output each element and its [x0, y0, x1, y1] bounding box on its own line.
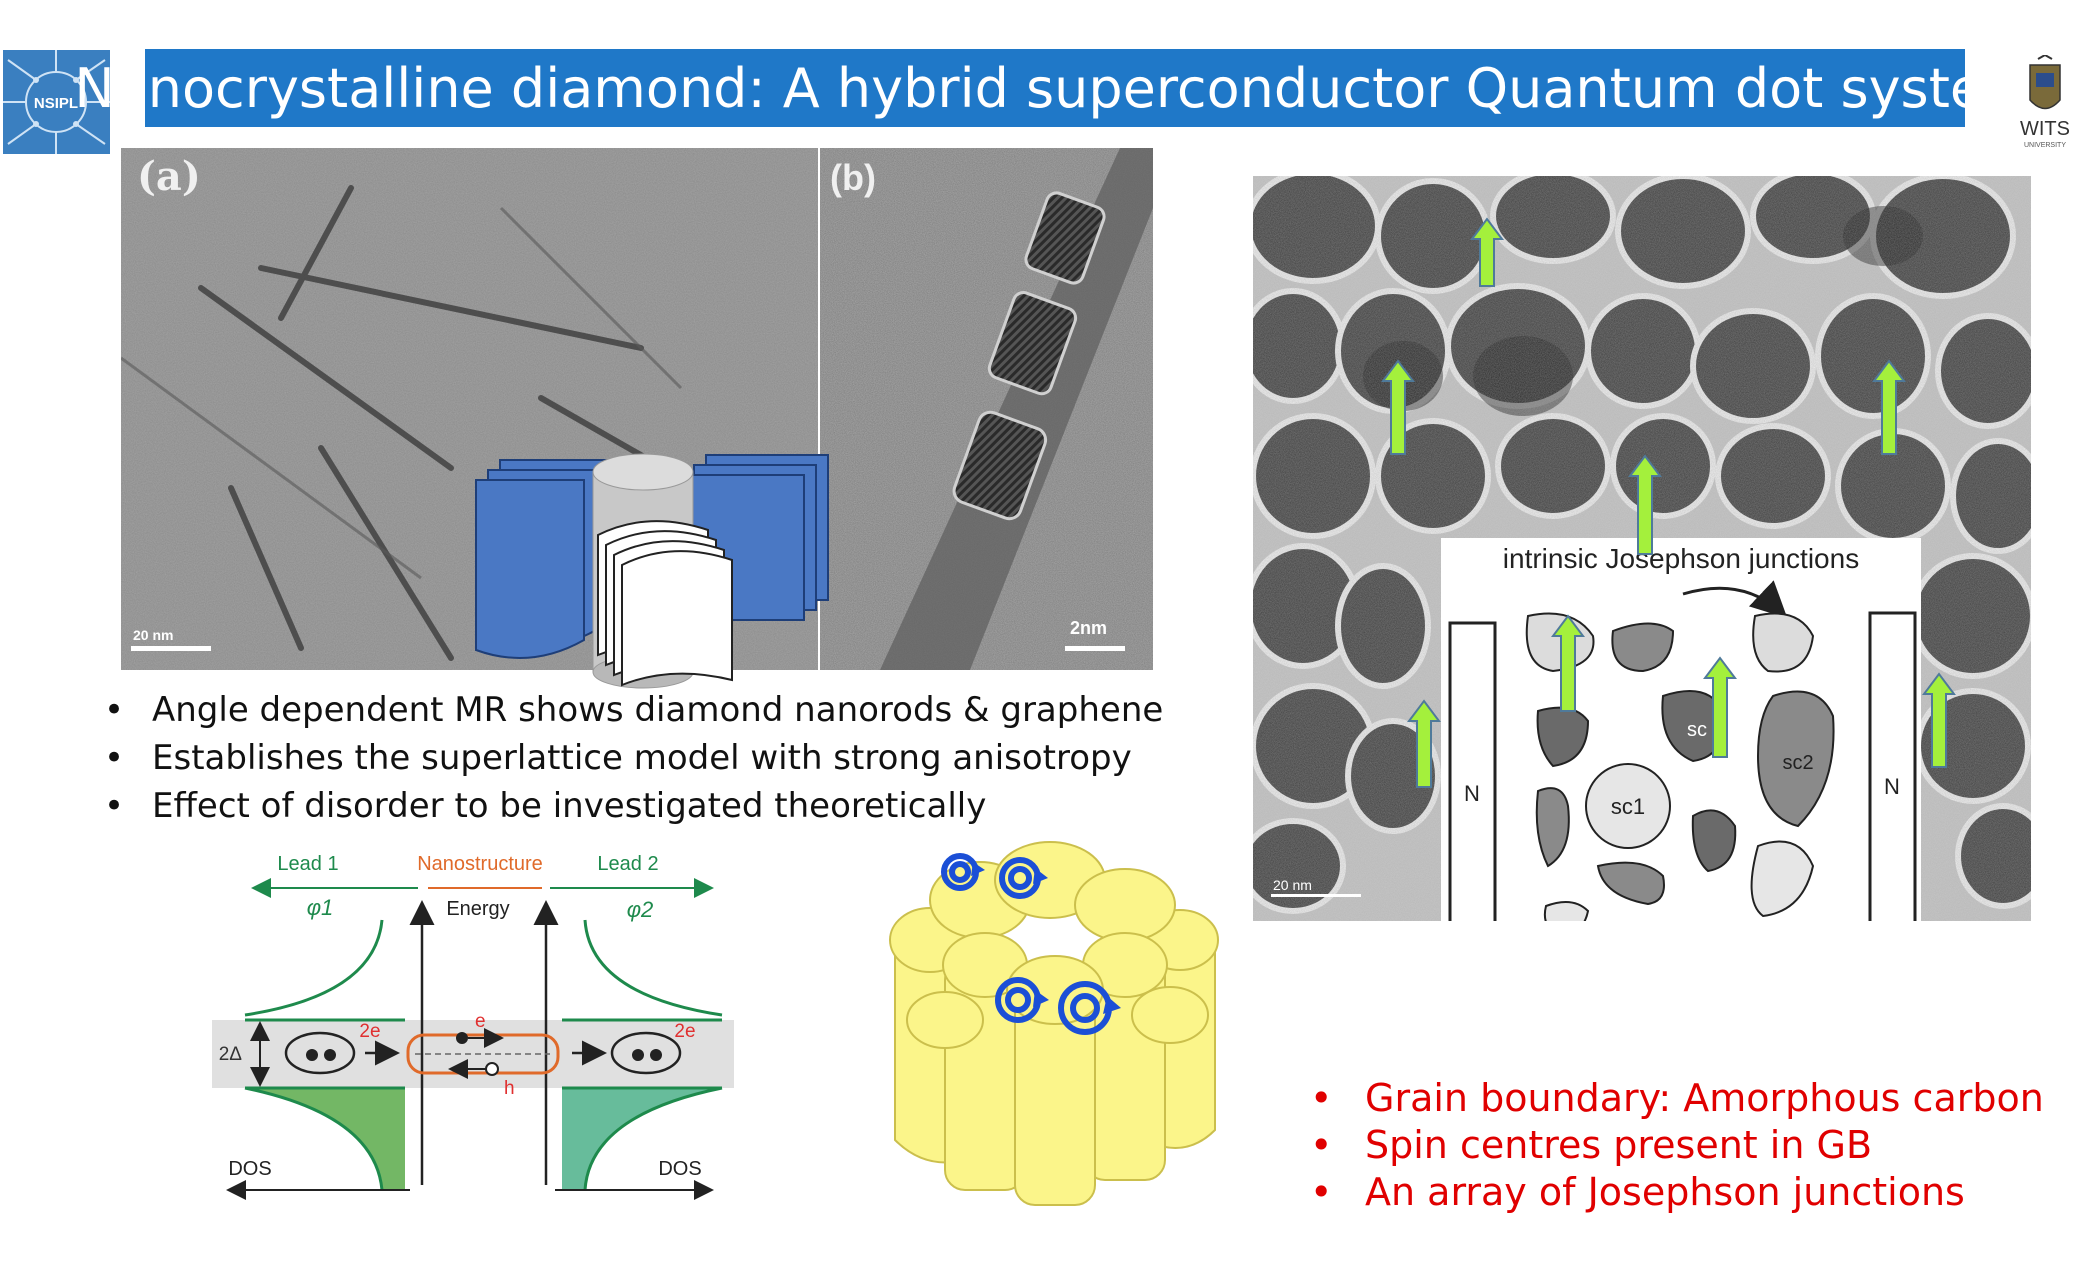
svg-text:DOS: DOS — [228, 1158, 271, 1180]
svg-text:φ2: φ2 — [627, 897, 654, 922]
svg-text:DOS: DOS — [658, 1158, 701, 1180]
wits-logo: WITS UNIVERSITY — [2000, 53, 2090, 150]
title-bar: Nanocrystalline diamond: A hybrid superc… — [74, 49, 2036, 127]
svg-text:sc1: sc1 — [1611, 794, 1645, 819]
svg-text:2e: 2e — [359, 1021, 380, 1042]
grain-boundary-image: 20 nm intrinsic Josephson junctions N N … — [1240, 168, 2051, 1045]
svg-text:Lead 2: Lead 2 — [597, 853, 658, 875]
svg-text:2nm: 2nm — [1070, 618, 1107, 638]
svg-text:e: e — [475, 1011, 486, 1032]
bullet-item: Grain boundary: Amorphous carbon — [1310, 1075, 2044, 1122]
svg-text:20 nm: 20 nm — [133, 627, 173, 643]
bullet-item: Spin centres present in GB — [1310, 1122, 2044, 1169]
svg-text:2e: 2e — [674, 1021, 695, 1042]
svg-text:20 nm: 20 nm — [1273, 877, 1312, 893]
spin-arrows — [1253, 176, 2031, 816]
bullet-item: Effect of disorder to be investigated th… — [104, 782, 1163, 830]
svg-text:(b): (b) — [830, 157, 876, 198]
svg-text:(a): (a) — [137, 153, 201, 200]
svg-text:sc2: sc2 — [1782, 752, 1813, 774]
svg-text:Energy: Energy — [446, 898, 509, 920]
svg-text:Nanostructure: Nanostructure — [417, 853, 543, 875]
svg-text:intrinsic Josephson junctions: intrinsic Josephson junctions — [1503, 543, 1859, 574]
nsipl-logo: NSIPL — [3, 50, 110, 154]
svg-text:N: N — [1884, 774, 1900, 799]
tem-image-b: (b) 2nm — [820, 148, 1153, 670]
svg-text:Lead 1: Lead 1 — [277, 853, 338, 875]
bullet-list-left: Angle dependent MR shows diamond nanorod… — [104, 686, 1163, 830]
network-icon: NSIPL — [3, 50, 110, 154]
page-title: Nanocrystalline diamond: A hybrid superc… — [74, 56, 2036, 120]
crest-icon: WITS UNIVERSITY — [2020, 53, 2070, 149]
bullet-list-right: Grain boundary: Amorphous carbon Spin ce… — [1310, 1075, 2044, 1216]
svg-text:φ1: φ1 — [307, 895, 334, 920]
svg-text:WITS: WITS — [2020, 118, 2070, 140]
bullet-item: Angle dependent MR shows diamond nanorod… — [104, 686, 1163, 734]
bullet-item: An array of Josephson junctions — [1310, 1169, 2044, 1216]
svg-text:2Δ: 2Δ — [219, 1044, 243, 1065]
svg-text:UNIVERSITY: UNIVERSITY — [2024, 142, 2066, 149]
nanorod-schematic — [458, 450, 838, 690]
bullet-item: Establishes the superlattice model with … — [104, 734, 1163, 782]
svg-text:h: h — [504, 1078, 515, 1099]
nanorod-cluster-schematic — [885, 840, 1225, 1210]
svg-text:sc: sc — [1687, 719, 1707, 741]
junction-diagram: Lead 1 Nanostructure Lead 2 φ1 φ2 Energy… — [200, 845, 740, 1210]
svg-text:NSIPL: NSIPL — [34, 95, 78, 112]
svg-text:N: N — [1464, 781, 1480, 806]
